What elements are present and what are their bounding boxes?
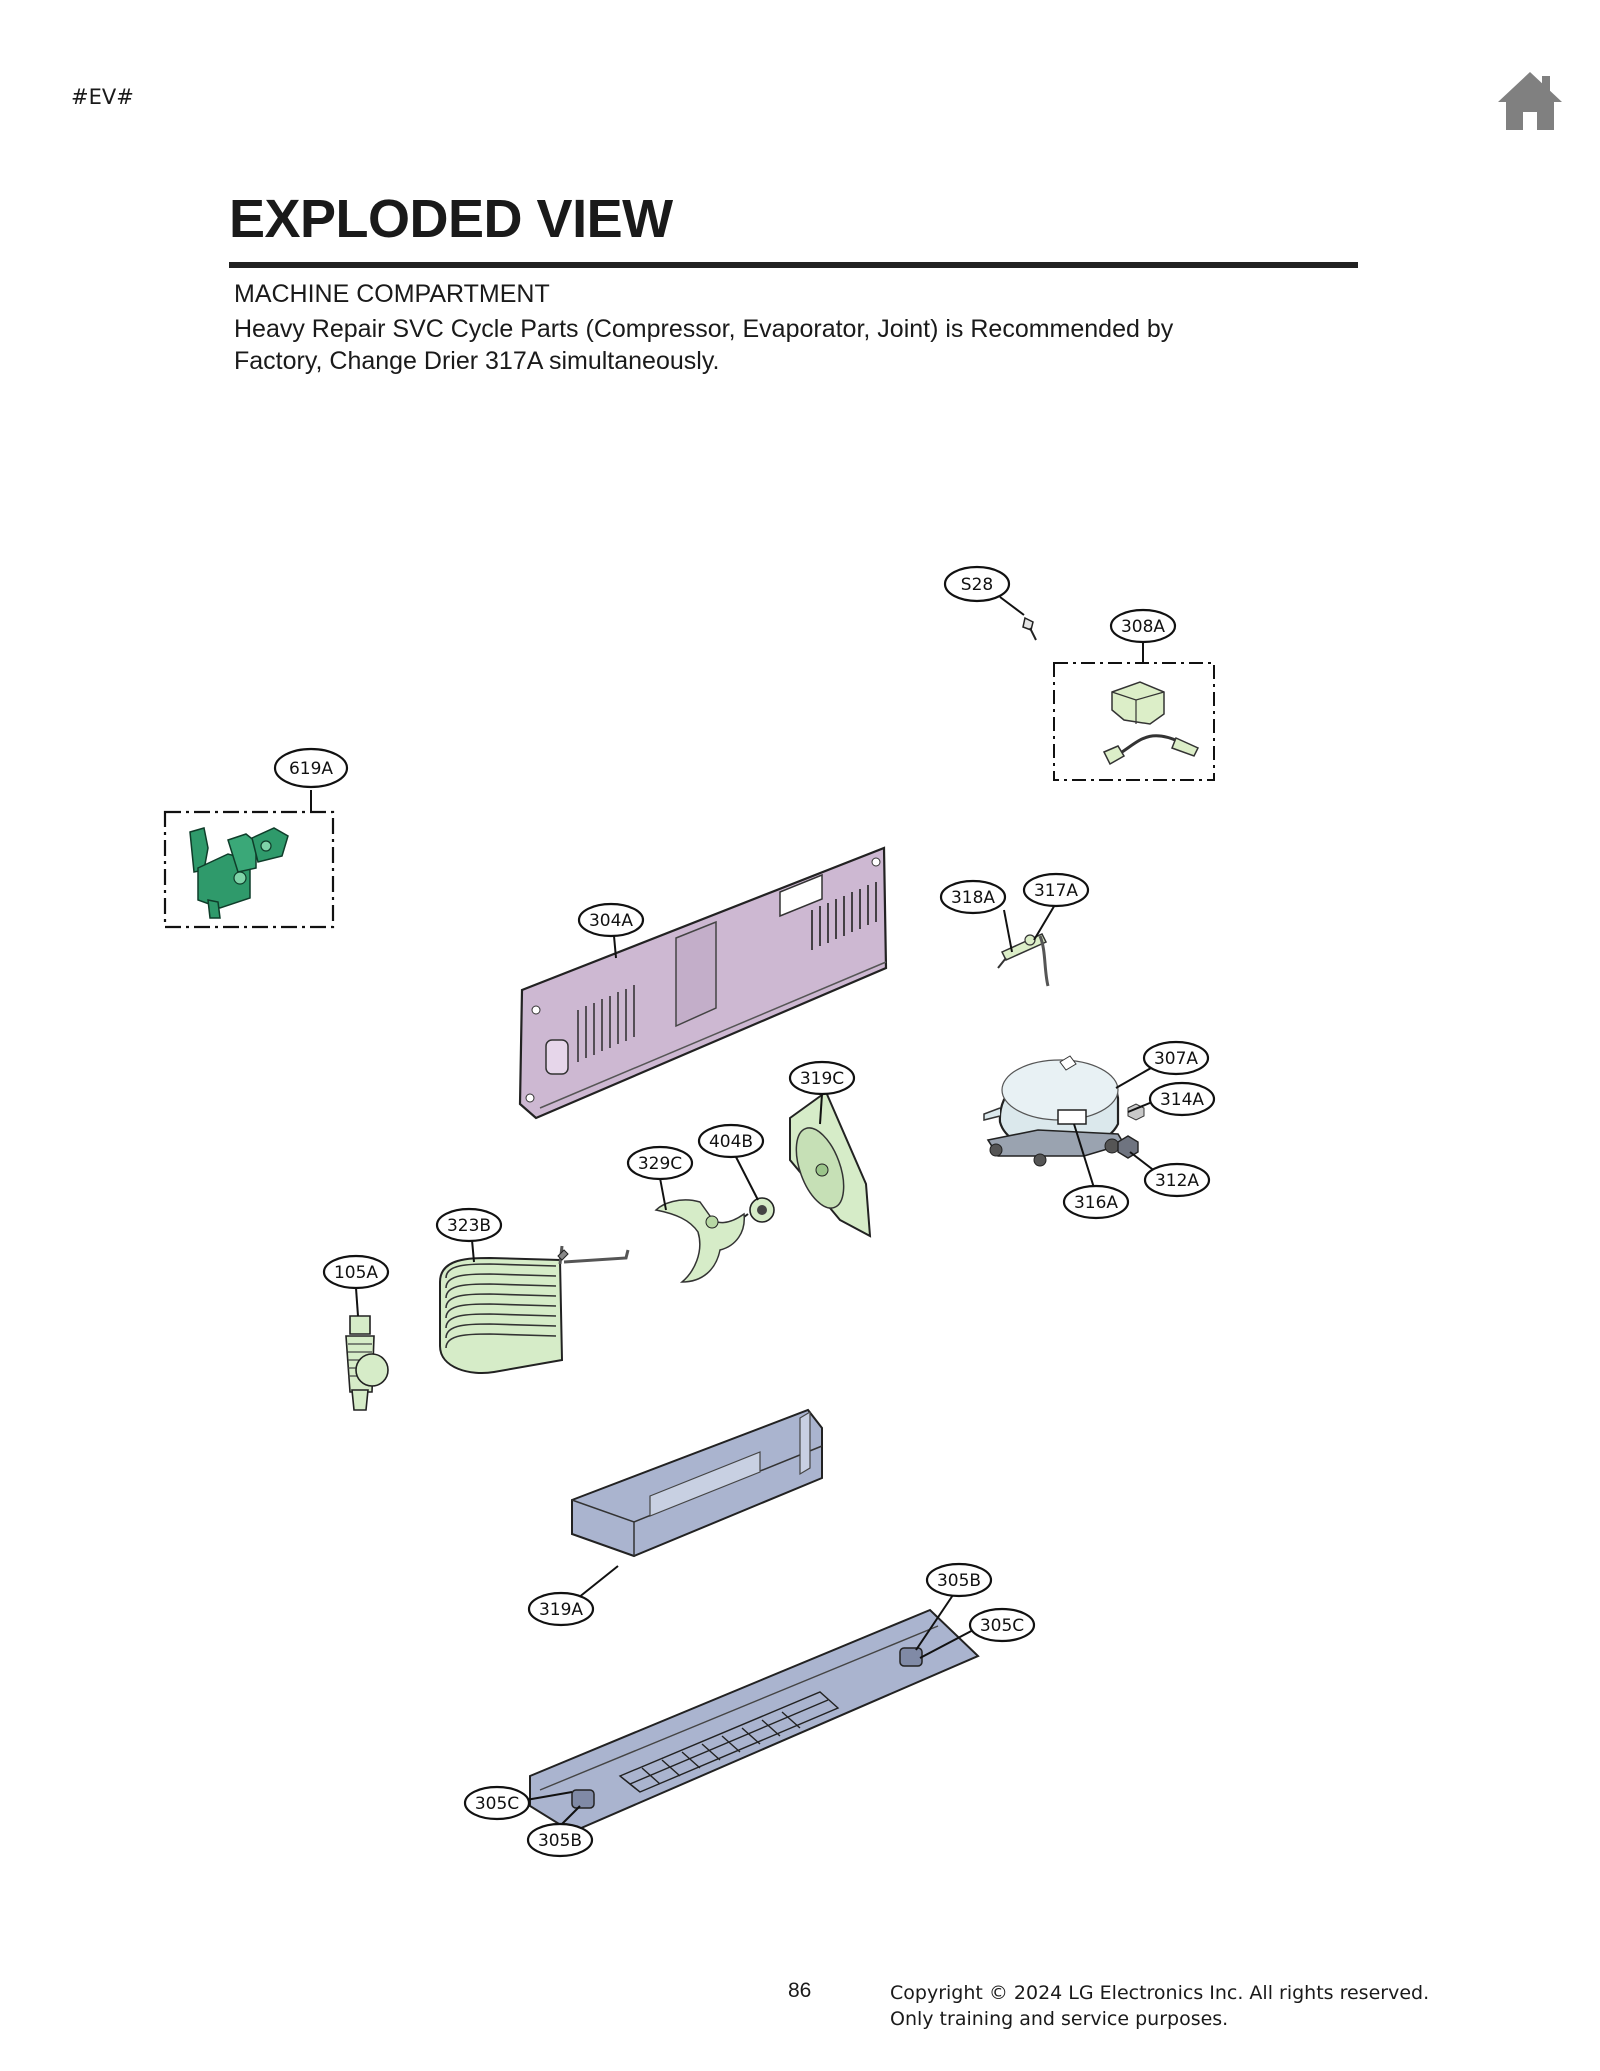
svg-text:329C: 329C [638, 1154, 682, 1174]
fan-motor-404b [739, 1197, 775, 1223]
svg-text:323B: 323B [447, 1216, 491, 1236]
copyright-notice: Copyright © 2024 LG Electronics Inc. All… [890, 1980, 1429, 2032]
svg-text:307A: 307A [1154, 1049, 1198, 1069]
leader-lines [310, 596, 1158, 1827]
callout-308a: 308A [1109, 608, 1177, 644]
fan-blade-329c [654, 1199, 745, 1283]
page-title: EXPLODED VIEW [229, 189, 673, 249]
callout-323b: 323B [435, 1207, 503, 1243]
fan-shroud-319c [789, 1090, 872, 1238]
callout-305c-top: 305C [968, 1607, 1036, 1643]
service-note-line-1: Heavy Repair SVC Cycle Parts (Compressor… [234, 315, 1174, 343]
compressor-assembly [983, 1055, 1145, 1167]
svg-text:312A: 312A [1155, 1171, 1199, 1191]
screw-s28 [1022, 616, 1037, 641]
callout-317a: 317A [1022, 872, 1090, 908]
cover-panel-304a [518, 846, 888, 1120]
copyright-line-1: Copyright © 2024 LG Electronics Inc. All… [890, 1982, 1430, 2004]
svg-text:305C: 305C [475, 1794, 519, 1814]
service-note-line-2: Factory, Change Drier 317A simultaneousl… [234, 347, 720, 375]
grommet-312a [1117, 1135, 1139, 1159]
callout-305b-bottom: 305B [526, 1822, 594, 1858]
callout-619a: 619A [273, 747, 349, 789]
svg-text:304A: 304A [589, 911, 633, 931]
home-icon[interactable] [1496, 68, 1564, 132]
callout-319c: 319C [788, 1060, 856, 1096]
callout-305b-top: 305B [925, 1562, 993, 1598]
svg-text:S28: S28 [961, 575, 993, 595]
page-number: 86 [788, 1979, 812, 2002]
callout-s28: S28 [943, 565, 1011, 603]
svg-text:318A: 318A [951, 888, 995, 908]
callout-307a: 307A [1142, 1040, 1210, 1076]
drier-317a [997, 933, 1050, 987]
svg-text:305B: 305B [538, 1831, 582, 1851]
copyright-line-2: Only training and service purposes. [890, 2008, 1229, 2030]
section-heading: MACHINE COMPARTMENT [234, 280, 550, 308]
svg-text:316A: 316A [1074, 1193, 1118, 1213]
callout-105a: 105A [322, 1254, 390, 1290]
water-valve-619a [163, 810, 335, 929]
svg-text:314A: 314A [1160, 1090, 1204, 1110]
svg-text:305C: 305C [980, 1616, 1024, 1636]
corner-tag: #EV# [71, 85, 134, 109]
callout-305c-bottom: 305C [463, 1785, 531, 1821]
svg-text:317A: 317A [1034, 881, 1078, 901]
svg-text:404B: 404B [709, 1132, 753, 1152]
relay-assembly-308a [1053, 662, 1215, 781]
svg-text:305B: 305B [937, 1571, 981, 1591]
callout-329c: 329C [626, 1145, 694, 1181]
callout-316a: 316A [1062, 1184, 1130, 1220]
svg-text:319C: 319C [800, 1069, 844, 1089]
title-divider [229, 262, 1358, 268]
service-note: Heavy Repair SVC Cycle Parts (Compressor… [234, 313, 1294, 377]
svg-text:308A: 308A [1121, 617, 1165, 637]
svg-text:319A: 319A [539, 1600, 583, 1620]
base-tray-319a [571, 1408, 823, 1558]
callout-404b: 404B [697, 1123, 765, 1159]
callout-319a: 319A [527, 1591, 595, 1627]
svg-text:619A: 619A [289, 759, 333, 779]
callout-312a: 312A [1143, 1162, 1211, 1198]
svg-text:105A: 105A [334, 1263, 378, 1283]
callout-314a: 314A [1148, 1081, 1216, 1117]
callout-304a: 304A [577, 902, 645, 938]
callout-318a: 318A [939, 879, 1007, 915]
drain-hose-105a [345, 1315, 389, 1411]
base-plate [529, 1608, 980, 1834]
condenser-323b [439, 1245, 630, 1374]
